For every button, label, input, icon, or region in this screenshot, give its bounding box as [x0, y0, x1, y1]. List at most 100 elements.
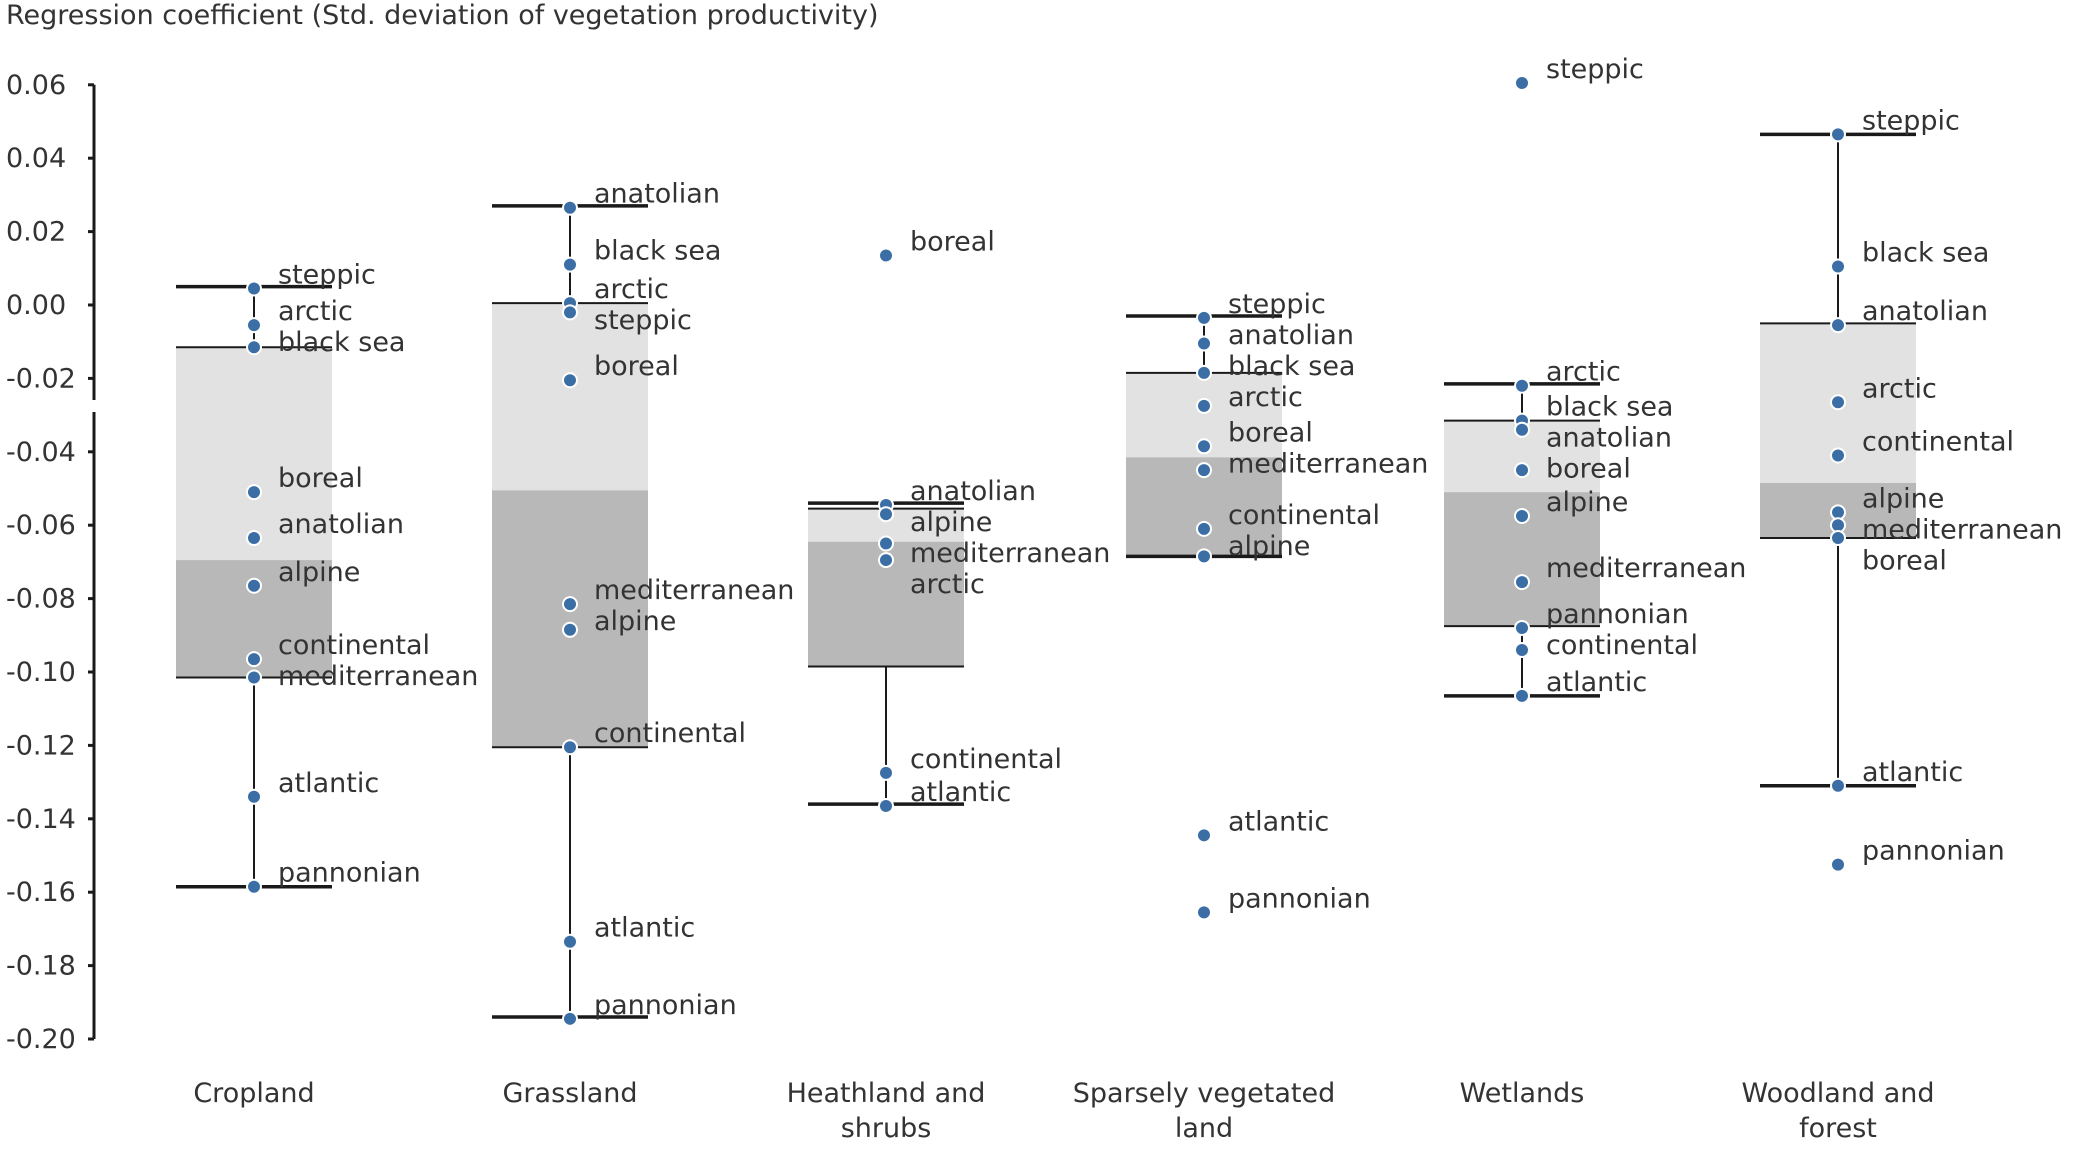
category-label: shrubs — [841, 1113, 932, 1144]
y-tick-label: -0.08 — [6, 584, 76, 615]
data-point — [1830, 126, 1846, 143]
category-label: Grassland — [503, 1078, 638, 1109]
point-label: alpine — [1546, 487, 1628, 518]
category-label: land — [1175, 1113, 1233, 1144]
point-label: alpine — [278, 557, 360, 588]
category-label: Sparsely vegetated — [1073, 1078, 1335, 1109]
point-label: atlantic — [1546, 667, 1647, 698]
data-point — [1196, 397, 1212, 414]
data-point — [562, 304, 578, 321]
point-label: arctic — [594, 274, 669, 305]
point-label: arctic — [1862, 373, 1937, 404]
data-point — [562, 1010, 578, 1027]
point-label: mediterranean — [1228, 448, 1428, 479]
point-label: atlantic — [278, 768, 379, 799]
box-upper-quartile — [492, 303, 648, 491]
point-label: continental — [1546, 630, 1698, 661]
data-point — [246, 878, 262, 895]
data-point — [562, 621, 578, 638]
data-point — [878, 535, 894, 552]
point-label: anatolian — [1228, 320, 1354, 351]
point-label: mediterranean — [278, 661, 478, 692]
point-label: continental — [278, 630, 430, 661]
point-label: steppic — [594, 305, 692, 336]
category-group-woodland-and-forest: steppic black sea anatolian arctic continent… — [1760, 105, 2062, 873]
data-point — [562, 739, 578, 756]
data-point — [246, 530, 262, 547]
category-label: Woodland and — [1742, 1078, 1935, 1109]
data-point — [1196, 548, 1212, 565]
point-label: boreal — [1228, 417, 1313, 448]
data-point — [1514, 74, 1530, 91]
point-label: alpine — [910, 507, 992, 538]
category-label: Cropland — [193, 1078, 314, 1109]
y-tick-label: -0.18 — [6, 951, 76, 982]
point-label: black sea — [1546, 392, 1673, 423]
data-point — [562, 596, 578, 613]
point-label: continental — [594, 718, 746, 749]
data-point — [1196, 462, 1212, 479]
point-label: boreal — [910, 226, 995, 257]
point-label: continental — [910, 744, 1062, 775]
data-point — [1830, 777, 1846, 794]
data-point — [1196, 335, 1212, 352]
point-label: boreal — [278, 463, 363, 494]
data-point — [562, 933, 578, 950]
data-point — [246, 669, 262, 686]
point-label: mediterranean — [594, 575, 794, 606]
data-point — [1830, 258, 1846, 275]
y-tick-label: -0.10 — [6, 657, 76, 688]
data-point — [878, 764, 894, 781]
point-label: anatolian — [278, 509, 404, 540]
y-tick-label: -0.14 — [6, 804, 76, 835]
point-label: steppic — [278, 259, 376, 290]
y-axis: 0.060.040.020.00-0.02-0.04-0.06-0.08-0.1… — [6, 70, 96, 1055]
data-point — [1196, 904, 1212, 921]
y-tick-label: 0.06 — [6, 70, 66, 101]
data-point — [1514, 687, 1530, 704]
point-label: continental — [1862, 426, 2014, 457]
point-label: black sea — [1862, 237, 1989, 268]
y-tick-label: 0.00 — [6, 290, 66, 321]
point-label: mediterranean — [1546, 553, 1746, 584]
data-point — [1514, 421, 1530, 438]
data-point — [1830, 447, 1846, 464]
y-axis-title: Regression coefficient (Std. deviation o… — [6, 0, 879, 31]
data-point — [1830, 856, 1846, 873]
y-tick-label: -0.04 — [6, 437, 76, 468]
data-point — [1196, 309, 1212, 326]
category-label: Wetlands — [1460, 1078, 1585, 1109]
point-label: mediterranean — [910, 538, 1110, 569]
point-label: black sea — [1228, 351, 1355, 382]
point-label: atlantic — [594, 913, 695, 944]
point-label: pannonian — [1546, 599, 1689, 630]
point-label: steppic — [1546, 54, 1644, 85]
point-label: pannonian — [594, 990, 737, 1021]
y-tick-label: -0.12 — [6, 730, 76, 761]
data-point — [246, 577, 262, 594]
data-point — [1514, 574, 1530, 591]
point-label: steppic — [1862, 105, 1960, 136]
data-point — [246, 280, 262, 297]
y-tick-label: -0.20 — [6, 1024, 76, 1055]
point-label: black sea — [278, 327, 405, 358]
box-upper-quartile — [176, 347, 332, 561]
category-label: forest — [1799, 1113, 1877, 1144]
data-point — [246, 317, 262, 334]
point-label: anatolian — [1862, 296, 1988, 327]
y-tick-label: -0.06 — [6, 510, 76, 541]
data-point — [878, 506, 894, 523]
point-label: mediterranean — [1862, 514, 2062, 545]
y-tick-label: -0.02 — [6, 363, 76, 394]
data-point — [1514, 377, 1530, 394]
data-point — [562, 372, 578, 389]
point-label: arctic — [1546, 357, 1621, 388]
point-label: arctic — [1228, 382, 1303, 413]
data-point — [246, 788, 262, 805]
box-lower-quartile — [492, 490, 648, 748]
data-point — [1514, 641, 1530, 658]
data-point — [878, 797, 894, 814]
data-point — [246, 484, 262, 501]
